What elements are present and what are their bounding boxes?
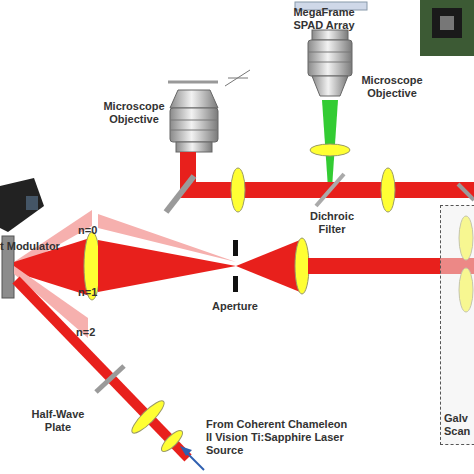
component-label: Dichroic Filter (300, 210, 364, 236)
aperture (233, 240, 238, 256)
component-label: t Modulator (0, 240, 60, 253)
galvo-mirror (458, 184, 474, 200)
spad-chip (432, 8, 462, 38)
component-label: n=1 (78, 286, 97, 299)
input-arrow (186, 452, 204, 470)
blocked-order (98, 214, 236, 262)
aperture (233, 276, 238, 292)
half-wave-plate (96, 366, 124, 392)
stage-arrow (228, 78, 248, 79)
component-label: From Coherent Chameleon II Vision Ti:Sap… (206, 418, 348, 457)
spad-chip-photo (420, 0, 474, 56)
component-label: Half-Wave Plate (26, 408, 90, 434)
input-arrow-head (180, 446, 192, 456)
laser-beam (98, 240, 236, 292)
lens (295, 238, 309, 294)
laser-beam (16, 280, 188, 458)
component-label: n=0 (78, 224, 97, 237)
objective-left (170, 90, 218, 152)
mirror (166, 176, 194, 212)
lens (381, 168, 395, 212)
stage-arrow (225, 70, 250, 86)
component-label: MegaFrame SPAD Array (288, 6, 360, 32)
dichroic-filter (316, 174, 344, 206)
objective-top (308, 30, 352, 96)
laser-beam (236, 240, 300, 292)
component-label: Microscope Objective (98, 100, 170, 126)
galvo-scanner-box: Galv Scan (440, 205, 474, 445)
lens (310, 144, 350, 156)
component-label: Aperture (212, 300, 258, 313)
lens (128, 397, 168, 437)
component-label: n=2 (76, 326, 95, 339)
slm-photo-detail (26, 196, 38, 210)
slm-photo (0, 178, 44, 232)
lens (231, 168, 245, 212)
lens (159, 428, 186, 455)
spad-sensor (440, 16, 454, 30)
component-label: Microscope Objective (356, 74, 428, 100)
sample-slide (168, 81, 218, 84)
component-label: Galv Scan (444, 412, 472, 438)
